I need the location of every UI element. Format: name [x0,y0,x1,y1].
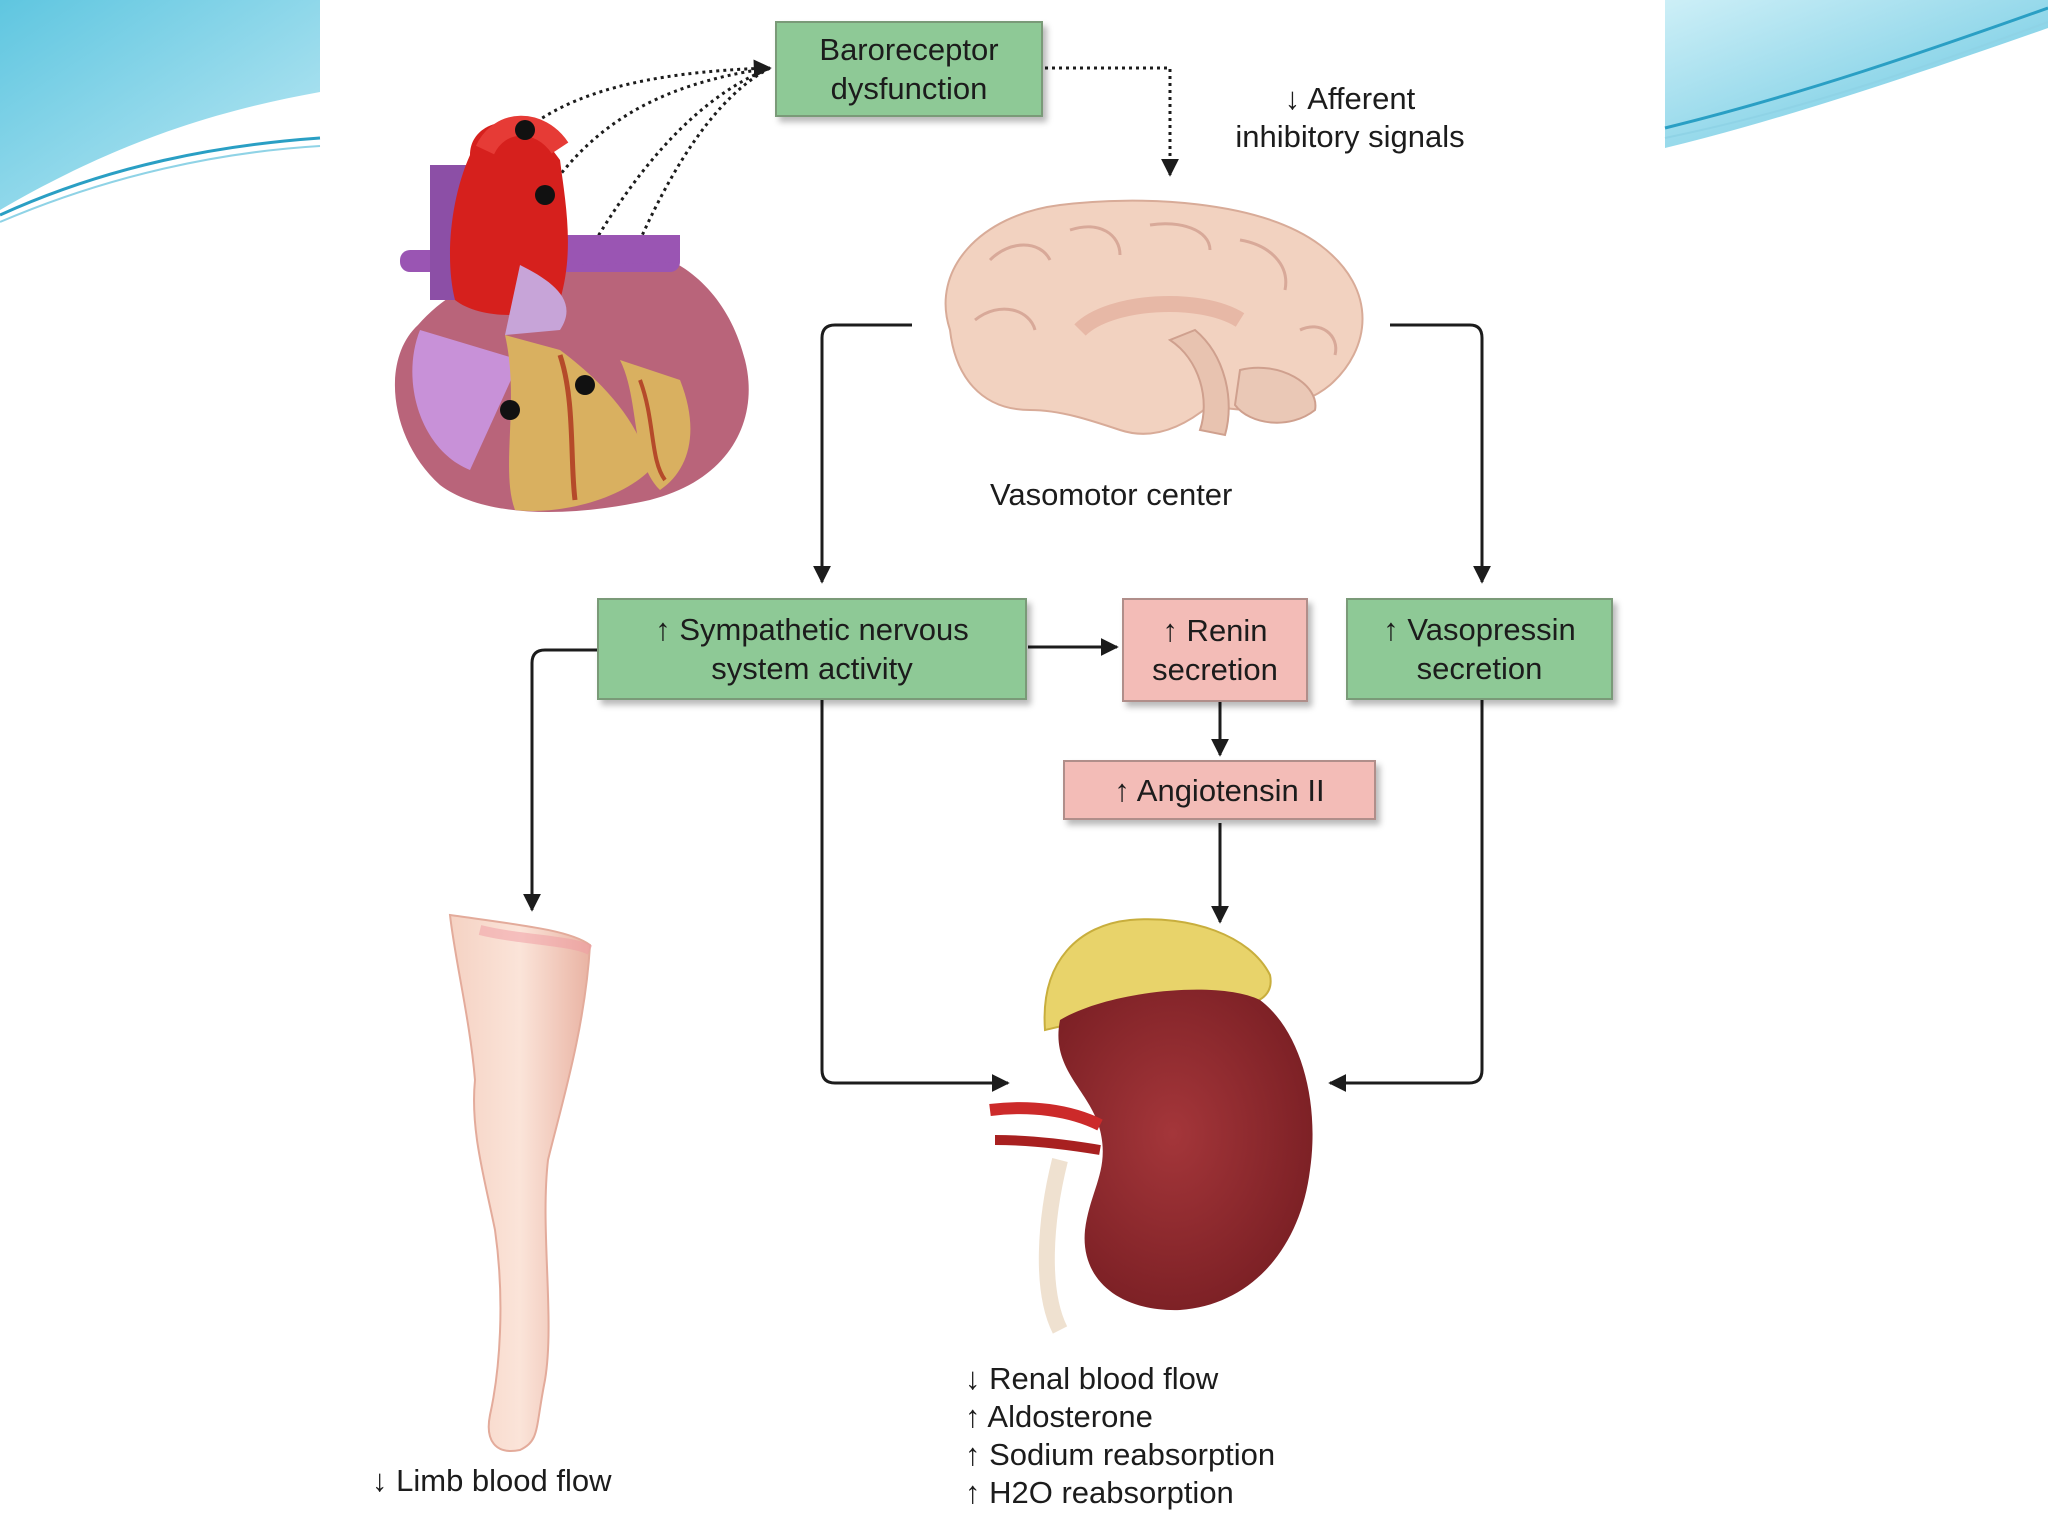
renal-effect-item: ↑ Sodium reabsorption [965,1437,1276,1472]
angiotensin-ii-box: ↑ Angiotensin II [1063,760,1376,820]
arrow-vasopressin-to-kidney [1328,700,1484,1092]
renal-effect-item: ↑ H2O reabsorption [965,1475,1234,1510]
renal-effect-item: ↓ Renal blood flow [965,1361,1219,1396]
renin-secretion-box: ↑ Renin secretion [1122,598,1308,702]
renal-effect-item: ↑ Aldosterone [965,1399,1153,1434]
left-swoosh [0,0,321,223]
arrow-brain-to-vasopressin [1390,323,1491,584]
renal-effects-list: ↓ Renal blood flow ↑ Aldosterone ↑ Sodiu… [965,1360,1275,1512]
vasomotor-center-label: Vasomotor center [990,477,1233,512]
arrow-brain-to-sympathetic [813,323,912,584]
baroreceptor-dysfunction-box: Baroreceptor dysfunction [775,21,1043,117]
sympathetic-activity-box: ↑ Sympathetic nervous system activity [597,598,1027,700]
vasopressin-secretion-box: ↑ Vasopressin secretion [1346,598,1613,700]
baroreceptor-dotted-lines [508,59,1179,411]
arrow-sympathetic-to-kidney [820,700,1010,1092]
arrow-sympathetic-to-limb [523,648,597,912]
afferent-signals-label: ↓ Afferent inhibitory signals [1235,81,1465,154]
limb-blood-flow-label: ↓ Limb blood flow [372,1463,612,1498]
right-swoosh [1664,0,2048,148]
